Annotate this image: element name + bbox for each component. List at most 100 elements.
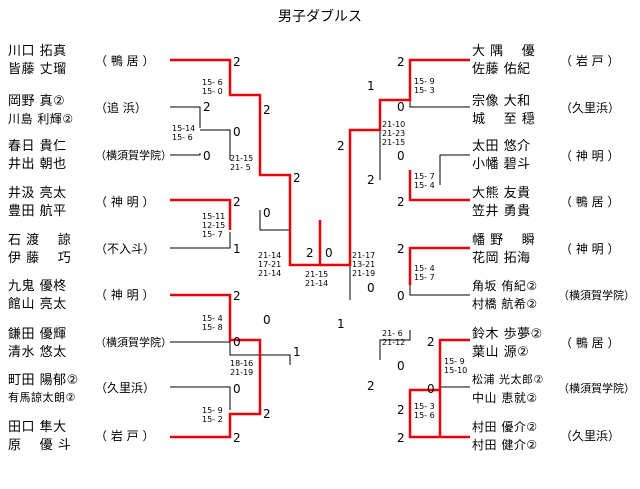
left-player1: 川口 拓真 (8, 44, 67, 59)
right-team: （ 鴨 居 ） (560, 336, 620, 350)
left-team: （久里浜） (95, 381, 156, 395)
right-team: （横須賀学院） (558, 382, 635, 395)
score-line: 15-10 (444, 366, 468, 375)
score-line: 15- 0 (202, 87, 223, 96)
match-result: 2 (263, 407, 271, 421)
left-player1: 鎌田 優輝 (8, 327, 67, 342)
match-result: 2 (397, 195, 405, 209)
match-result: 2 (263, 103, 271, 117)
score-line: 15- 6 (414, 411, 435, 420)
match-result: 2 (397, 55, 405, 69)
right-player2: 城 至 穏 (472, 112, 536, 127)
score-line: 21-19 (230, 368, 254, 377)
score-line: 15- 9 (202, 406, 223, 415)
left-team: （横須賀学院） (95, 336, 172, 349)
score-line: 21-14 (258, 269, 282, 278)
right-player1: 村田 優介② (472, 420, 538, 434)
left-player1: 町田 陽郁② (8, 373, 79, 388)
right-player1: 大熊 友貴 (472, 186, 531, 201)
score-line: 15- 7 (414, 273, 435, 282)
score-line: 15- 4 (414, 264, 435, 273)
match-result: 2 (427, 335, 435, 349)
score-line: 21- 5 (230, 163, 251, 172)
left-player1: 田口 隼大 (8, 420, 67, 435)
match-result: 0 (263, 313, 271, 327)
match-result: 0 (233, 125, 241, 139)
match-result: 0 (397, 289, 405, 303)
match-result: 2 (293, 171, 301, 185)
match-result: 0 (233, 382, 241, 396)
match-result: 0 (397, 149, 405, 163)
match-result: 2 (233, 55, 241, 69)
score-line: 15- 4 (202, 314, 223, 323)
score-line: 15- 2 (202, 415, 223, 424)
left-player2: 伊 藤 巧 (8, 251, 72, 266)
left-player2: 井出 朝也 (8, 157, 67, 172)
right-team: （横須賀学院） (558, 289, 635, 302)
left-player2: 館山 亮太 (8, 297, 67, 312)
final-left-result: 2 (306, 246, 314, 260)
winner-lines (170, 58, 470, 439)
match-result: 0 (233, 335, 241, 349)
final-right-result: 0 (325, 246, 333, 260)
right-player2: 中山 恵就② (472, 391, 538, 405)
right-player1: 角坂 侑紀② (472, 279, 538, 293)
left-team: （ 神 明 ） (95, 195, 155, 209)
score-line: 18-16 (230, 359, 254, 368)
score-line: 15- 6 (202, 78, 223, 87)
match-result: 1 (367, 79, 375, 93)
left-team: （ 岩 戸 ） (95, 429, 155, 443)
right-player1: 幡 野 瞬 (472, 233, 536, 248)
match-result: 2 (397, 431, 405, 445)
right-team: （ 神 明 ） (560, 149, 620, 163)
match-result: 2 (203, 100, 211, 114)
right-player2: 花岡 拓海 (472, 251, 531, 266)
left-team: （不入斗） (95, 242, 156, 256)
match-result: 1 (337, 317, 345, 331)
score-line: 21-15 (382, 138, 406, 147)
right-team: （ 神 明 ） (560, 242, 620, 256)
right-player1: 鈴木 歩夢② (472, 327, 543, 342)
right-team: （ 岩 戸 ） (560, 54, 620, 68)
match-result: 0 (203, 149, 211, 163)
match-result: 2 (367, 173, 375, 187)
score-line: 15- 7 (414, 172, 435, 181)
right-team: （久里浜） (560, 429, 621, 443)
left-team: （追 浜） (95, 101, 147, 115)
score-line: 21-15 (230, 154, 254, 163)
left-player1: 九鬼 優柊 (8, 279, 67, 294)
match-result: 2 (367, 379, 375, 393)
right-player2: 村橋 航希② (472, 297, 538, 311)
left-player1: 春日 貴仁 (8, 139, 67, 154)
score-line: 15- 6 (172, 133, 193, 142)
left-player2: 原 優 斗 (8, 438, 72, 453)
right-player2: 葉山 源② (472, 345, 530, 360)
left-player2: 皆藤 丈瑠 (8, 62, 67, 77)
match-result: 2 (397, 403, 405, 417)
score-line: 21-12 (382, 338, 406, 347)
left-player2: 豊田 航平 (8, 204, 67, 219)
left-player2: 清水 悠太 (8, 345, 67, 360)
score-line: 15- 4 (414, 181, 435, 190)
score-line: 21-15 (305, 270, 329, 279)
left-player1: 石 渡 諒 (8, 233, 72, 248)
right-player1: 大 隅 優 (472, 44, 536, 59)
score-line: 15- 7 (202, 230, 223, 239)
score-line: 17-21 (258, 260, 282, 269)
score-line: 13-21 (352, 260, 376, 269)
left-team: （ 神 明 ） (95, 288, 155, 302)
right-player2: 小幡 碧斗 (472, 157, 531, 172)
score-line: 15- 3 (414, 402, 435, 411)
right-player1: 松浦 光太郎② (472, 373, 544, 386)
score-line: 15- 3 (414, 86, 435, 95)
score-line: 21-10 (382, 120, 406, 129)
score-line: 21- 6 (382, 329, 403, 338)
page-title: 男子ダブルス (278, 9, 362, 25)
left-team: （横須賀学院） (95, 149, 172, 162)
left-player1: 井汲 亮太 (8, 186, 67, 201)
match-result: 1 (293, 345, 301, 359)
right-player2: 笠井 勇貴 (472, 204, 531, 219)
match-result: 2 (397, 242, 405, 256)
right-player2: 村田 健介② (472, 438, 538, 452)
score-line: 12-15 (202, 221, 226, 230)
